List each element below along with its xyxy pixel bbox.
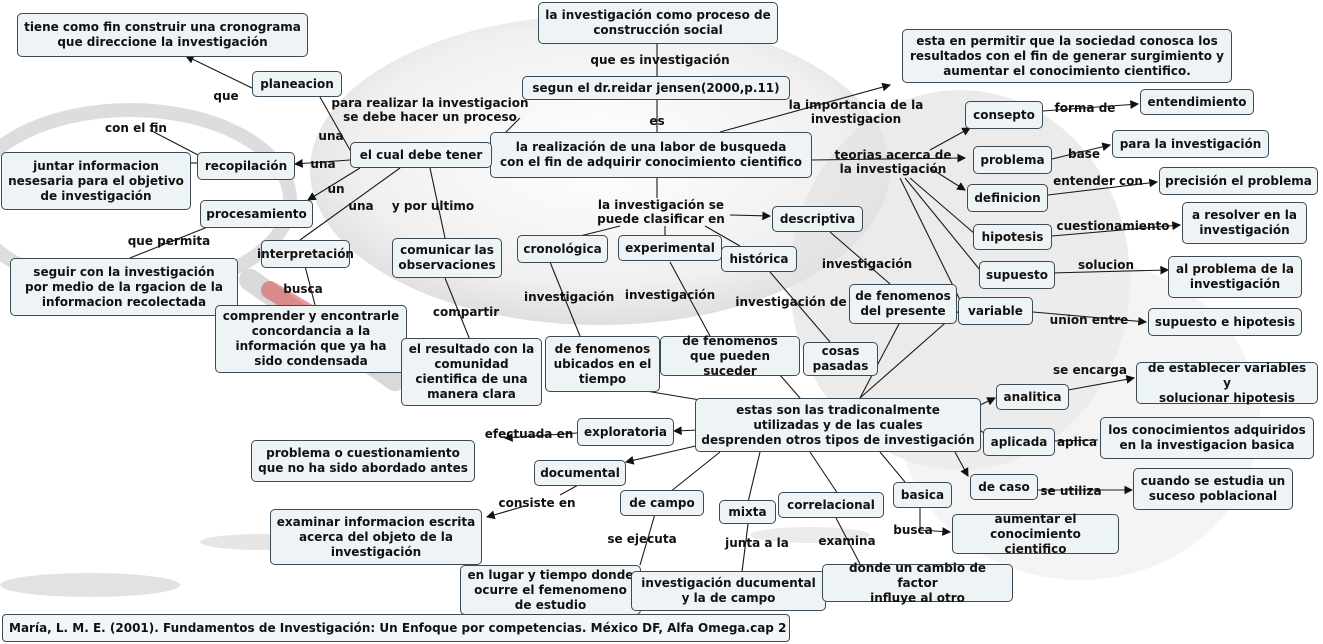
node-al-problema: al problema de la investigación: [1168, 256, 1302, 298]
node-concepto: consepto: [965, 101, 1043, 129]
link-se-utiliza: se utiliza: [1040, 484, 1102, 498]
node-cosas-pasadas: cosas pasadas: [803, 342, 878, 376]
link-compartir: compartir: [432, 305, 500, 319]
link-una-3: una: [348, 199, 374, 213]
link-que: que: [213, 89, 239, 103]
node-supuesto: supuesto: [979, 261, 1055, 289]
link-que-es: que es investigación: [590, 53, 730, 67]
link-y-por-ultimo: y por ultimo: [391, 199, 475, 213]
link-busca-2: busca: [893, 523, 933, 537]
node-aumentar: aumentar el conocimiento cientifico: [952, 512, 1119, 556]
node-cronologica: cronológica: [517, 235, 608, 263]
link-forma-de: forma de: [1054, 101, 1116, 115]
node-correlacional: correlacional: [778, 492, 884, 518]
citation-bar: María, L. M. E. (2001). Fundamentos de I…: [2, 614, 790, 642]
node-lugar: en lugar y tiempo donde ocurre el femeno…: [460, 565, 641, 615]
node-resultado: el resultado con la comunidad cientifica…: [401, 338, 542, 406]
link-aplica: aplica: [1056, 435, 1098, 449]
node-analitica: analitica: [996, 384, 1069, 410]
link-se-ejecuta: se ejecuta: [607, 532, 677, 546]
node-planeacion: planeacion: [252, 71, 342, 97]
node-problema: problema: [973, 146, 1052, 174]
link-entender-con: entender con: [1053, 174, 1143, 188]
node-de-caso: de caso: [970, 474, 1038, 500]
node-mixta: mixta: [719, 500, 776, 524]
node-inv-doc-campo: investigación ducumental y la de campo: [631, 571, 826, 611]
link-base: base: [1068, 147, 1100, 161]
link-se-encarga: se encarga: [1053, 363, 1127, 377]
node-problema-cuest: problema o cuestionamiento que no ha sid…: [251, 440, 475, 482]
node-conocimientos: los conocimientos adquiridos en la inves…: [1100, 417, 1314, 459]
node-para-inv: para la investigación: [1112, 130, 1269, 158]
node-fen-tiempo: de fenomenos ubicados en el tiempo: [545, 336, 660, 392]
link-examina: examina: [818, 534, 876, 548]
node-suceso: cuando se estudia un suceso poblacional: [1133, 468, 1293, 510]
node-precision: precisión el problema: [1159, 167, 1318, 195]
node-hipotesis: hipotesis: [973, 224, 1052, 250]
node-seguir: seguir con la investigación por medio de…: [10, 258, 238, 316]
node-juntar: juntar informacion nesesaria para el obj…: [1, 152, 191, 210]
node-definicion: definicion: [967, 184, 1048, 212]
link-para-realizar: para realizar la investigacion se debe h…: [331, 96, 529, 124]
node-tradicionales: estas son las tradiconalmente utilizadas…: [695, 398, 981, 452]
node-fen-presente: de fenomenos del presente: [849, 284, 957, 324]
link-solucion: solucion: [1077, 258, 1135, 272]
node-basica: basica: [893, 482, 952, 508]
link-busca: busca: [283, 282, 323, 296]
link-union-entre: union entre: [1049, 313, 1129, 327]
node-variable: variable: [958, 297, 1033, 325]
node-realizacion: la realización de una labor de busqueda …: [490, 132, 812, 178]
link-la-importancia: la importancia de la investigacion: [788, 98, 924, 126]
node-sup-hip: supuesto e hipotesis: [1148, 308, 1302, 336]
link-es: es: [649, 114, 665, 128]
node-comunicar: comunicar las observaciones: [392, 238, 502, 278]
node-fen-suceder: de fenomenos que pueden suceder: [660, 334, 800, 378]
node-jensen: segun el dr.reidar jensen(2000,p.11): [522, 76, 790, 100]
link-junta-a-la: junta a la: [725, 536, 789, 550]
node-historica: histórica: [721, 246, 797, 272]
node-resolver: a resolver en la investigación: [1182, 202, 1307, 244]
node-procesamiento: procesamiento: [200, 200, 313, 228]
node-debe-tener: el cual debe tener: [350, 142, 492, 168]
link-con-el-fin: con el fin: [105, 121, 167, 135]
node-cambio: donde un cambio de factor influye al otr…: [822, 561, 1013, 605]
link-una-2: una: [310, 157, 336, 171]
node-examinar: examinar informacion escrita acerca del …: [270, 509, 482, 565]
node-experimental: experimental: [618, 235, 722, 261]
node-entendimiento: entendimiento: [1140, 89, 1254, 115]
node-descriptiva: descriptiva: [772, 206, 863, 232]
link-un: un: [327, 182, 345, 196]
link-investigacion-1: investigación: [524, 290, 615, 304]
node-interpretacion: interpretación: [257, 240, 354, 268]
link-cuestionamiento: cuestionamiento: [1056, 219, 1170, 233]
node-establecer: de establecer variables y solucionar hip…: [1136, 361, 1318, 405]
link-investigacion-de: investigación de: [735, 295, 847, 309]
node-recopilacion: recopilación: [197, 152, 295, 180]
node-de-campo: de campo: [620, 490, 704, 516]
link-una-1: una: [318, 129, 344, 143]
node-proceso: la investigación como proceso de constru…: [538, 2, 778, 44]
link-investigacion-3: investigación: [821, 257, 913, 271]
node-exploratoria: exploratoria: [577, 418, 674, 446]
node-importancia: esta en permitir que la sociedad conosca…: [902, 29, 1232, 83]
node-comprender: comprender y encontrarle concordancia a …: [215, 305, 407, 373]
link-teorias: teorias acerca de la investigación: [834, 148, 952, 176]
link-que-permita: que permita: [127, 234, 211, 248]
node-aplicada: aplicada: [983, 428, 1055, 456]
node-cronograma: tiene como fin construir una cronograma …: [17, 13, 308, 57]
link-consiste-en: consiste en: [498, 496, 576, 510]
link-clasificar: la investigación se puede clasificar en: [597, 198, 725, 226]
link-efectuada-en: efectuada en: [484, 427, 574, 441]
node-documental: documental: [534, 460, 626, 486]
link-investigacion-2: investigación: [624, 288, 716, 302]
